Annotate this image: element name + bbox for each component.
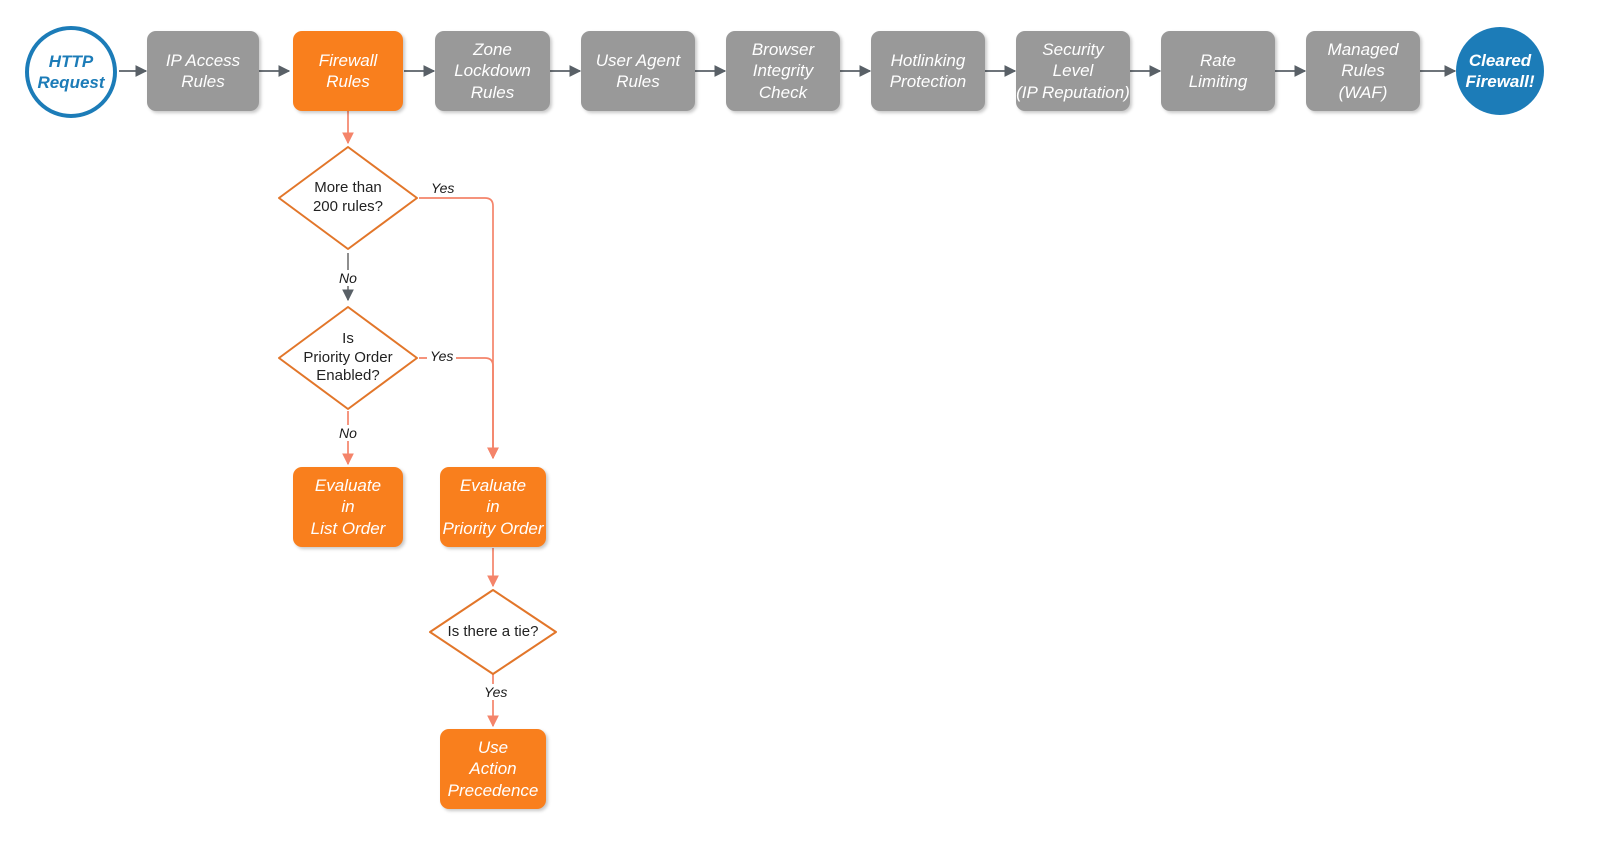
diamond-shape-is-priority-order-enabled xyxy=(278,306,418,410)
edge-label-priority-yes: Yes xyxy=(427,348,457,364)
arrow-more-rules-yes-to-priority-eval xyxy=(419,197,499,460)
decision-is-there-a-tie-label: Is there a tie? xyxy=(447,622,539,640)
edge-label-priority-no: No xyxy=(336,425,360,441)
edge-label-more-rules-yes: Yes xyxy=(428,180,458,196)
decision-is-there-a-tie[interactable]: Is there a tie? xyxy=(428,588,558,676)
arrow-priority-order-yes-to-priority-eval xyxy=(419,357,499,460)
edge-label-more-rules-no: No xyxy=(336,270,360,286)
edge-label-tie-yes: Yes xyxy=(481,684,511,700)
diamond-shape-is-there-a-tie xyxy=(429,589,557,675)
diamond-shape-more-than-200-rules xyxy=(278,146,418,250)
